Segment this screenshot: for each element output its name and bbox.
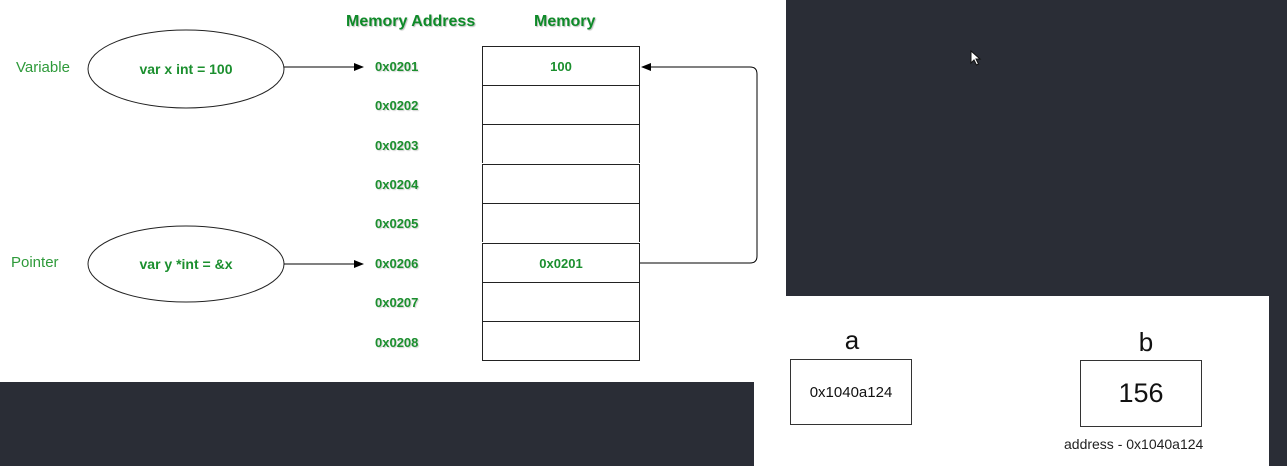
memory-cell [482,282,640,321]
memory-cell [482,85,640,124]
memory-cell: 100 [482,46,640,85]
variable-declaration: var x int = 100 [139,61,233,77]
memory-cell [482,203,640,242]
address-label: 0x0207 [375,295,419,310]
address-label: 0x0205 [375,216,419,231]
memory-cell [482,321,640,361]
variable-a-name: a [844,325,860,355]
address-label: 0x0203 [375,138,419,153]
variable-ellipse [87,29,285,109]
mouse-pointer-icon [970,50,982,66]
address-label: 0x0206 [375,256,419,271]
pointer-reference-arrow [638,63,758,264]
address-label: 0x0201 [375,59,419,74]
variable-b-value: 156 [1118,378,1164,408]
address-label: 0x0208 [375,335,419,350]
variable-a-value: 0x1040a124 [809,383,893,401]
memory-address-header: Memory Address [346,13,476,30]
diagram-connectors [87,29,758,303]
variable-b-box: 156 [1080,360,1202,427]
variable-b-name: b [1138,327,1154,357]
variable-label: Variable [16,59,70,76]
memory-cell [482,164,640,203]
memory-header: Memory [534,13,596,30]
address-label: 0x0202 [375,98,419,113]
pointer-label: Pointer [11,254,59,271]
pointer-declaration: var y *int = &x [139,256,233,272]
variable-b-address-note: address - 0x1040a124 [1064,436,1204,452]
variable-a-box: 0x1040a124 [790,359,912,425]
memory-cell [482,124,640,163]
memory-cell: 0x0201 [482,243,640,282]
address-label: 0x0204 [375,177,419,192]
